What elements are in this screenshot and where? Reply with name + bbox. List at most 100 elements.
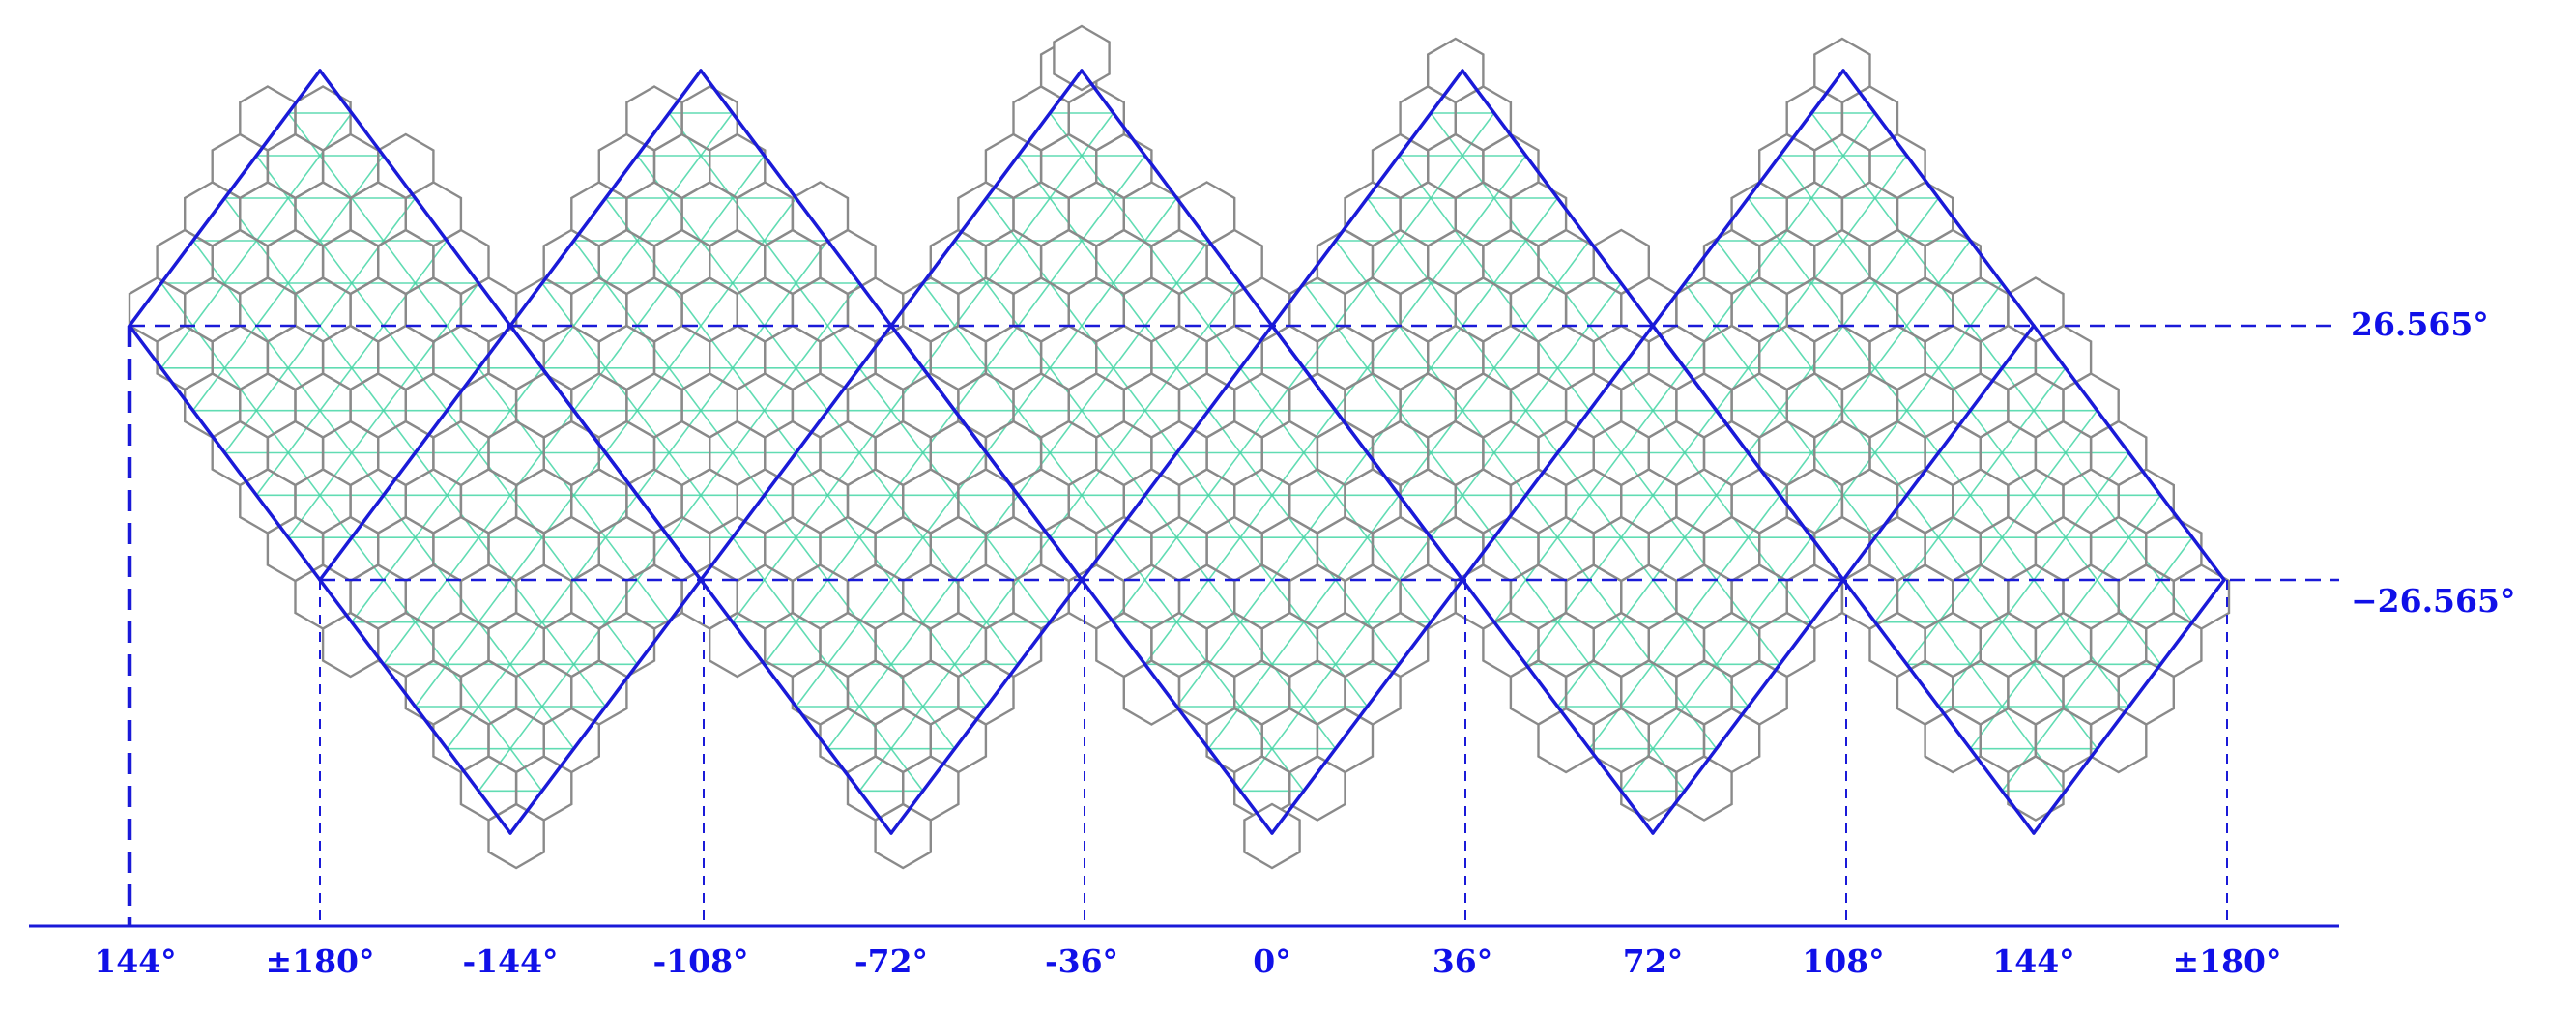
hexagon-cell — [239, 181, 297, 247]
inner-grid-line — [954, 112, 1114, 327]
inner-grid-line — [1556, 452, 1654, 581]
hexagon-cell — [321, 132, 380, 200]
outline-edge — [699, 324, 893, 582]
hexagon-cell — [1288, 372, 1346, 439]
hexagon-cell — [1053, 24, 1111, 92]
hexagon-cell — [874, 515, 932, 583]
hexagon-cell — [1288, 563, 1346, 630]
hexagon-cell — [1840, 372, 1899, 439]
inner-grid-line — [1175, 452, 1273, 581]
hexagon-cell — [514, 372, 573, 439]
hexagon-cell — [1067, 181, 1126, 247]
hexagon-cell — [1232, 659, 1291, 726]
labels: 26.565° −26.565° 144°±180°-144°-108°-72°… — [94, 305, 2515, 980]
hexagon-cell — [680, 372, 738, 439]
inner-grid-line — [1335, 325, 1495, 538]
inner-grid-line — [1779, 579, 1812, 623]
inner-grid-line — [985, 197, 1083, 327]
hexagon-cell — [404, 276, 463, 343]
inner-grid-line — [1588, 325, 1622, 369]
inner-grid-line — [1652, 452, 1750, 581]
hexagon-cell — [156, 324, 214, 391]
inner-grid-line — [795, 579, 892, 708]
hexagon-cell — [1344, 468, 1402, 534]
inner-grid-line — [351, 536, 385, 581]
inner-grid-line — [1620, 367, 1780, 581]
hexagon-cell — [1951, 468, 2010, 534]
longitude-tick-label: 0° — [1253, 942, 1290, 980]
longitude-tick-label: ±180° — [2172, 942, 2281, 980]
inner-grid-line — [573, 112, 734, 327]
inner-grid-line — [1398, 579, 1432, 623]
outline-edge — [318, 578, 512, 835]
inner-grid-line — [1430, 325, 1590, 538]
inner-grid-line — [1303, 325, 1337, 369]
inner-grid-line — [1779, 155, 1908, 327]
hexagon-cell — [1426, 228, 1485, 296]
inner-grid-line — [1081, 197, 1178, 327]
inner-grid-line — [636, 536, 670, 581]
inner-grid-line — [890, 579, 988, 708]
longitude-tick-label: 144° — [1992, 942, 2074, 980]
hexagon-cell — [404, 468, 463, 534]
hexagon-cell — [1177, 276, 1236, 343]
inner-grid-line — [1303, 282, 1337, 327]
hexagon-cell — [1868, 324, 1926, 391]
longitude-tick-label: -36° — [1045, 942, 1118, 980]
hexagon-cell — [211, 132, 270, 200]
outline-edge — [889, 324, 1084, 582]
hexagon-cell — [1509, 181, 1568, 247]
hexagon-cell — [1426, 132, 1485, 200]
hexagon-cell — [819, 707, 877, 774]
latitude-label-bottom: −26.565° — [2351, 582, 2515, 620]
hexagon-cell — [1868, 228, 1926, 296]
hexagon-cell — [514, 659, 573, 726]
outline-edge — [1080, 324, 1274, 582]
inner-grid-line — [1366, 325, 1463, 453]
hexagon-cell — [1730, 276, 1788, 343]
outline-edge — [1841, 69, 2036, 328]
hexagon-cell — [1316, 228, 1375, 296]
hexagon-cell — [1150, 515, 1208, 583]
outline-edge — [699, 69, 893, 328]
hexagon-cell — [1840, 276, 1899, 343]
hexagon-cell — [1840, 468, 1899, 534]
inner-grid-line — [1937, 579, 2035, 708]
hexagon-cell — [1232, 468, 1291, 534]
inner-grid-line — [636, 579, 670, 623]
inner-grid-line — [319, 325, 417, 453]
inner-grid-line — [826, 410, 956, 581]
inner-grid-line — [478, 579, 638, 792]
inner-grid-line — [446, 325, 479, 369]
hexagon-cell — [1205, 228, 1263, 296]
hexagon-cell — [1509, 659, 1568, 726]
outline-edge — [2032, 578, 2226, 835]
inner-grid-line — [1874, 579, 1908, 623]
longitude-tick-label: -108° — [652, 942, 748, 980]
inner-grid-line — [223, 325, 321, 453]
inner-grid-line — [573, 325, 734, 538]
icosahedron-outline — [128, 69, 2226, 835]
hexagon-cell — [2089, 707, 2148, 774]
hexagon-cell — [597, 324, 656, 391]
hexagon-cell — [709, 515, 767, 583]
hexagon-cell — [1813, 132, 1871, 200]
inner-grid-line — [1017, 579, 1051, 623]
inner-grid-line — [604, 197, 702, 327]
hexagon-cell — [570, 563, 628, 630]
outline-edge — [1270, 324, 1464, 582]
inner-grid-line — [1239, 579, 1400, 792]
hexagon-cell — [1702, 324, 1761, 391]
inner-grid-line — [764, 367, 924, 581]
inner-grid-line — [509, 579, 607, 708]
outline-edge — [1651, 578, 1845, 835]
hexagon-cell — [1675, 755, 1733, 822]
inner-grid-line — [1906, 367, 2067, 581]
inner-grid-line — [1937, 452, 2035, 581]
hexagon-cell — [1896, 372, 1954, 439]
inner-grid-line — [255, 155, 385, 327]
hexagon-cell — [1316, 324, 1375, 391]
inner-grid-line — [636, 325, 766, 496]
hexagon-cell — [570, 468, 628, 534]
